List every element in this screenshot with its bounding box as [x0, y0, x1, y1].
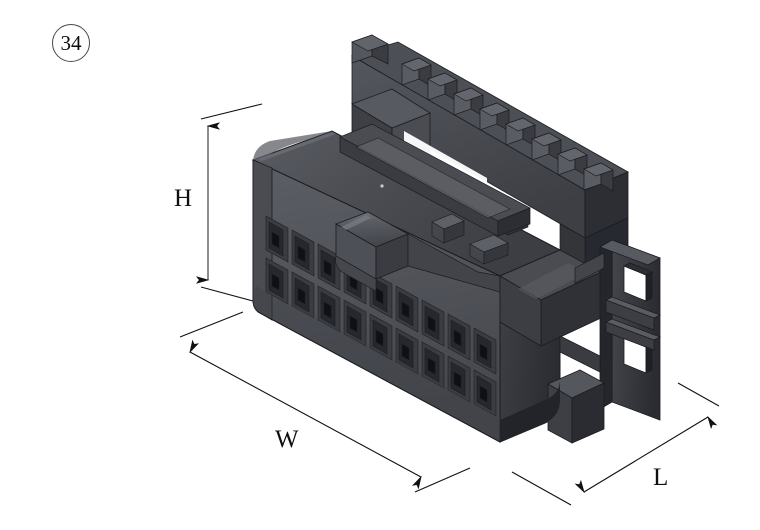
cavity-row-top [265, 215, 497, 375]
front-lower-ledge [257, 311, 501, 443]
side-mounting-bracket [599, 239, 661, 421]
dim-L-extension-lines [511, 382, 720, 506]
top-face-mark [380, 184, 384, 188]
bottom-mounting-foot [547, 369, 605, 444]
rear-shoulder-block [499, 249, 602, 347]
dim-W-line [189, 339, 422, 490]
dim-W-extension-lines [179, 311, 471, 493]
bracket-arm [559, 252, 605, 373]
guide-channel-beam [339, 123, 531, 237]
dimension-lines [179, 103, 720, 506]
cavity-row-bottom [265, 257, 497, 417]
dimension-label-l: L [653, 464, 669, 491]
item-callout-badge: 34 [52, 24, 90, 62]
bracket-window-upper [623, 262, 653, 302]
comb-teeth [351, 34, 614, 192]
dimension-label-h: H [174, 185, 193, 212]
body-bottom-corner [500, 380, 560, 442]
front-bottom-skirt [253, 286, 500, 442]
dimension-label-w: W [275, 426, 299, 453]
center-latch-rib [335, 211, 501, 293]
dim-L-line [574, 415, 718, 494]
cavity-grid [265, 215, 497, 417]
connector-housing [251, 34, 661, 444]
left-top-edge-highlight [258, 132, 336, 161]
